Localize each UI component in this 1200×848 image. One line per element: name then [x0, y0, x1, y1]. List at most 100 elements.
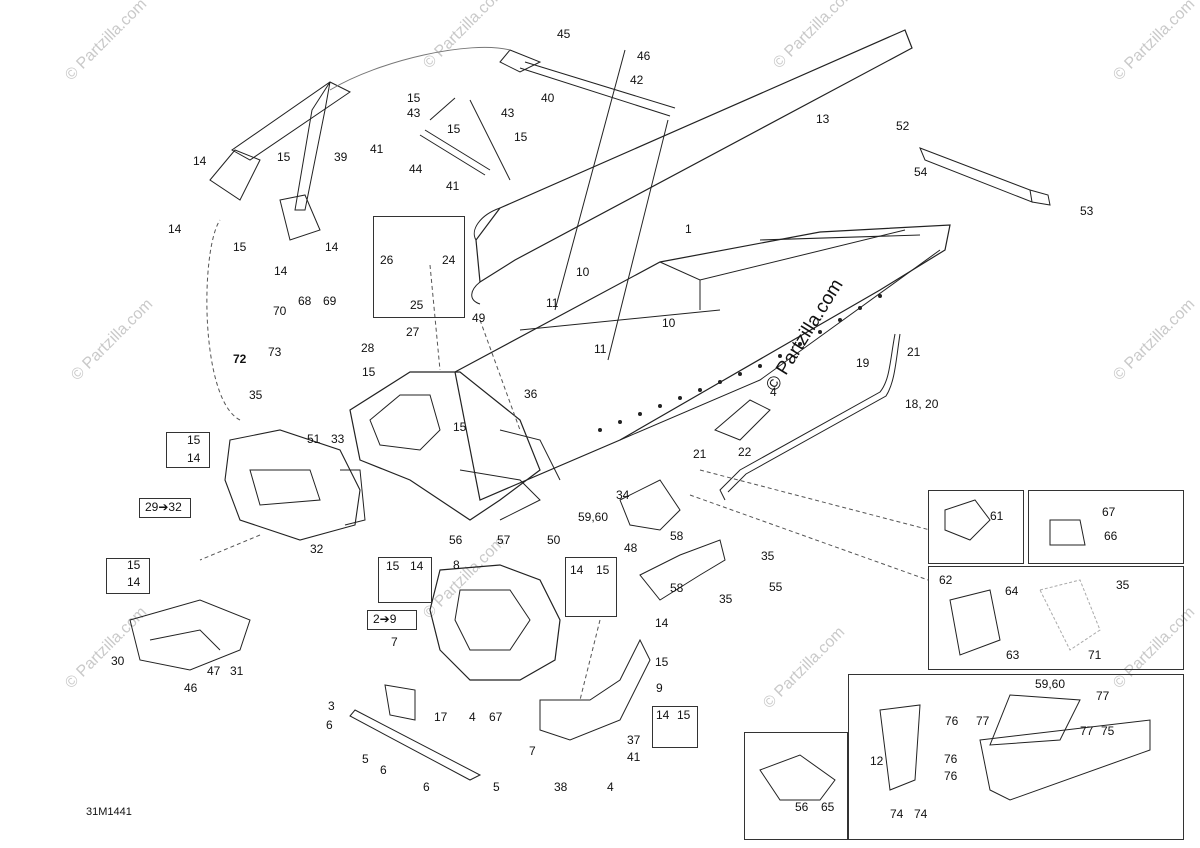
callout-15: 15 [127, 558, 141, 572]
fastener-group-14-15-d [565, 557, 617, 617]
callout-41: 41 [446, 179, 460, 193]
callout-15: 15 [453, 420, 467, 434]
callout-15: 15 [407, 91, 421, 105]
callout-59-60: 59,60 [578, 510, 609, 524]
callout-72: 72 [233, 352, 247, 366]
fastener-group-15-14-c [378, 557, 432, 603]
callout-15: 15 [596, 563, 610, 577]
callout-35: 35 [1116, 578, 1130, 592]
callout-36: 36 [524, 387, 538, 401]
callout-14: 14 [325, 240, 339, 254]
reference-box-29-32 [139, 498, 191, 518]
callout-7: 7 [529, 744, 536, 758]
callout-26: 26 [380, 253, 394, 267]
callout-77: 77 [976, 714, 990, 728]
callout-71: 71 [1088, 648, 1102, 662]
callout-14: 14 [570, 563, 584, 577]
callout-15: 15 [362, 365, 376, 379]
callout-77: 77 [1096, 689, 1110, 703]
callout-30: 30 [111, 654, 125, 668]
callout-21: 21 [693, 447, 707, 461]
callout-34: 34 [616, 488, 630, 502]
callout-15: 15 [677, 708, 691, 722]
callout-44: 44 [409, 162, 423, 176]
callout-15: 15 [277, 150, 291, 164]
callout-3: 3 [328, 699, 335, 713]
callout-32: 32 [310, 542, 324, 556]
callout-77: 77 [1080, 724, 1094, 738]
callout-15: 15 [233, 240, 247, 254]
callout-14: 14 [656, 708, 670, 722]
callout-54: 54 [914, 165, 928, 179]
callout-15: 15 [187, 433, 201, 447]
callout-46: 46 [637, 49, 651, 63]
callout-35: 35 [719, 592, 733, 606]
fastener-group-15-14-a [166, 432, 210, 468]
callout-7: 7 [391, 635, 398, 649]
fastener-group-14-15-e [652, 706, 698, 748]
callout-15: 15 [447, 122, 461, 136]
callout-43: 43 [407, 106, 421, 120]
diagram-code: 31M1441 [86, 806, 132, 818]
reference-29-32: 29➔32 [145, 500, 182, 514]
callout-66: 66 [1104, 529, 1118, 543]
callout-10: 10 [662, 316, 676, 330]
callout-5: 5 [493, 780, 500, 794]
callout-58: 58 [670, 581, 684, 595]
callout-67: 67 [1102, 505, 1116, 519]
callout-55: 55 [769, 580, 783, 594]
callout-59-60: 59,60 [1035, 677, 1066, 691]
callout-70: 70 [273, 304, 287, 318]
callout-25: 25 [410, 298, 424, 312]
callout-49: 49 [472, 311, 486, 325]
callout-57: 57 [497, 533, 511, 547]
inset-12-74-77 [848, 674, 1184, 840]
bracket-group-24-26 [373, 216, 465, 318]
callout-48: 48 [624, 541, 638, 555]
callout-27: 27 [406, 325, 420, 339]
callout-51: 51 [307, 432, 321, 446]
callout-62: 62 [939, 573, 953, 587]
callout-35: 35 [249, 388, 263, 402]
callout-22: 22 [738, 445, 752, 459]
callout-73: 73 [268, 345, 282, 359]
callout-18-20: 18, 20 [905, 397, 939, 411]
callout-39: 39 [334, 150, 348, 164]
callout-12: 12 [870, 754, 884, 768]
callout-74: 74 [914, 807, 928, 821]
callout-5: 5 [362, 752, 369, 766]
callout-52: 52 [896, 119, 910, 133]
callout-14: 14 [274, 264, 288, 278]
callout-76: 76 [944, 769, 958, 783]
fastener-group-15-14-b [106, 558, 150, 594]
callout-47: 47 [207, 664, 221, 678]
reference-box-2-9 [367, 610, 417, 630]
callout-53: 53 [1080, 204, 1094, 218]
callout-76: 76 [944, 752, 958, 766]
callout-19: 19 [856, 356, 870, 370]
callout-21: 21 [907, 345, 921, 359]
inset-56-65 [744, 732, 848, 840]
callout-17: 17 [434, 710, 448, 724]
callout-15: 15 [655, 655, 669, 669]
callout-6: 6 [326, 718, 333, 732]
callout-35: 35 [761, 549, 775, 563]
callout-4: 4 [770, 385, 777, 399]
inset-62-64-71 [928, 566, 1184, 670]
callout-41: 41 [370, 142, 384, 156]
callout-56: 56 [449, 533, 463, 547]
callout-14: 14 [410, 559, 424, 573]
callout-6: 6 [423, 780, 430, 794]
callout-15: 15 [386, 559, 400, 573]
callout-24: 24 [442, 253, 456, 267]
callout-76: 76 [945, 714, 959, 728]
callout-14: 14 [193, 154, 207, 168]
callout-67: 67 [489, 710, 503, 724]
callout-75: 75 [1101, 724, 1115, 738]
callout-14: 14 [168, 222, 182, 236]
callout-4: 4 [469, 710, 476, 724]
callout-14: 14 [127, 575, 141, 589]
callout-1: 1 [685, 222, 692, 236]
callout-31: 31 [230, 664, 244, 678]
